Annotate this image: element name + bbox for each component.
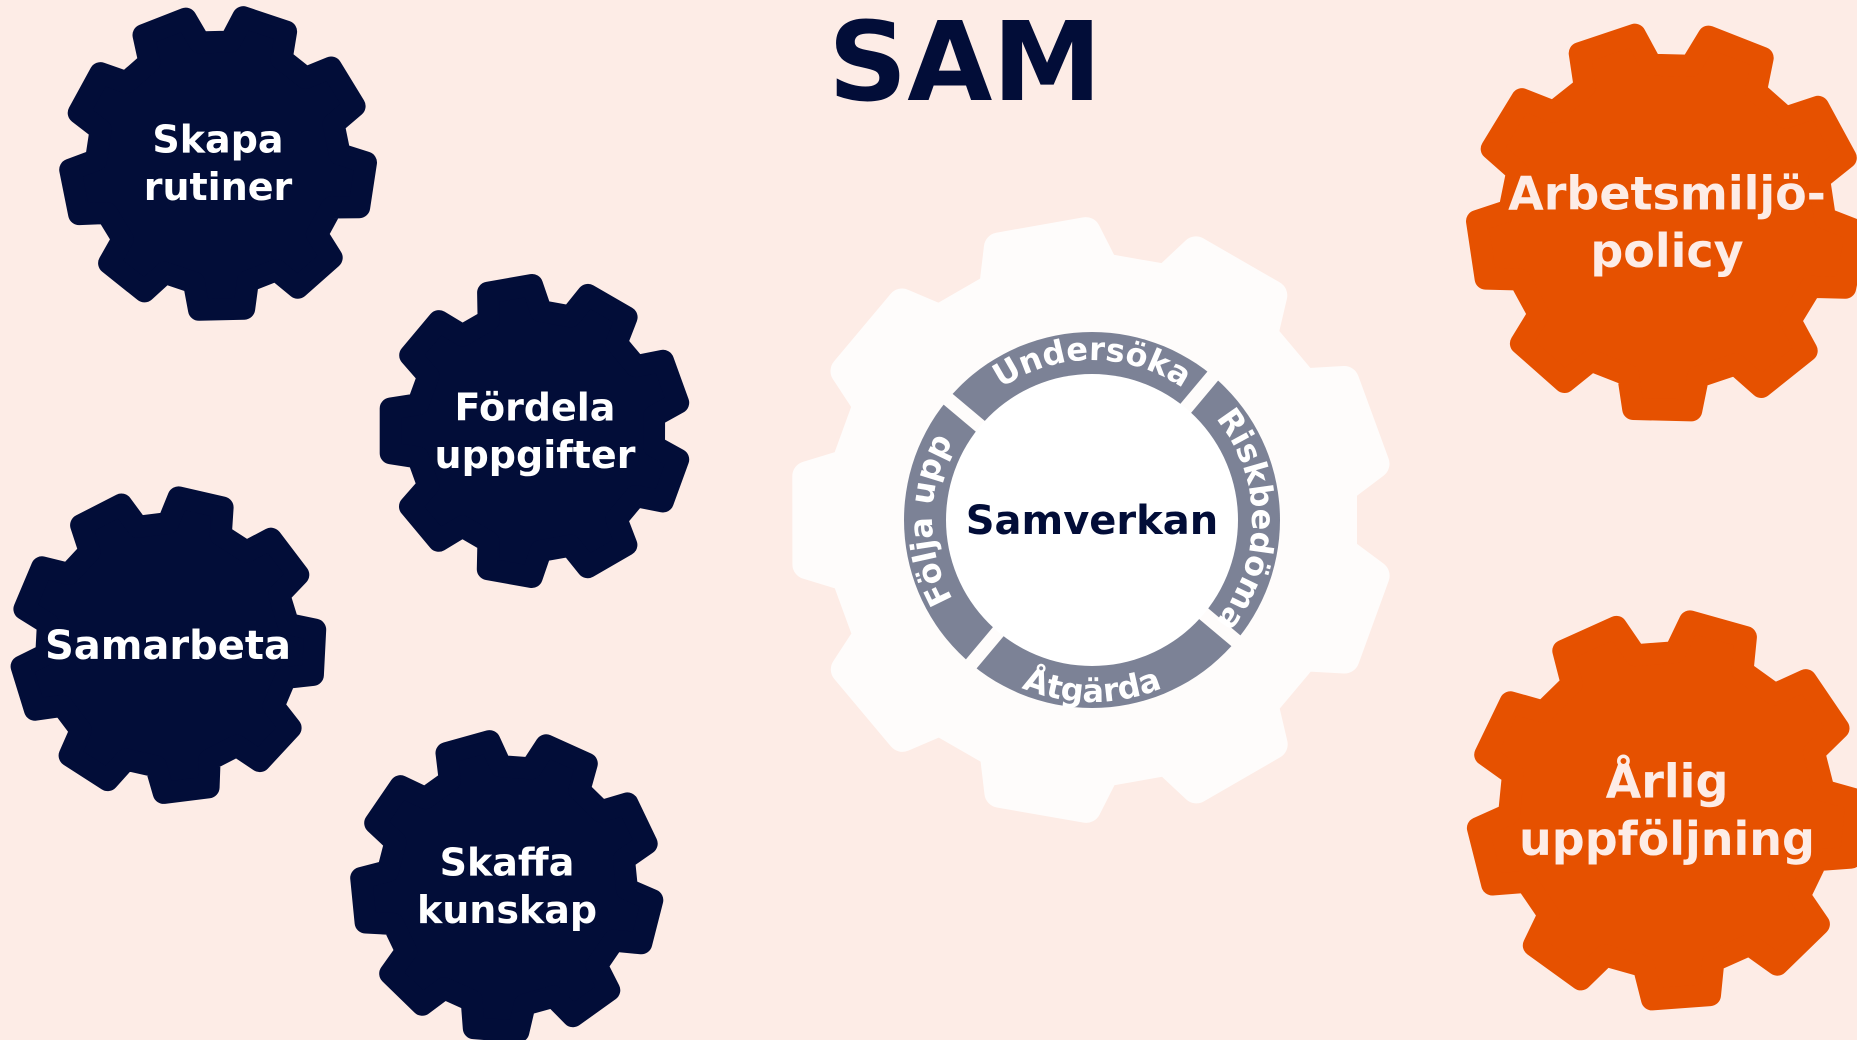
page-title: SAM	[828, 0, 1102, 126]
center-label: Samverkan	[966, 498, 1218, 544]
gear-label-line: Skapa	[152, 118, 283, 162]
gear-label-line: Årlig	[1606, 754, 1729, 808]
gear-label-line: policy	[1590, 224, 1743, 278]
gear-label-line: Arbetsmiljö-	[1508, 166, 1826, 220]
gear-shape-icon	[59, 6, 377, 321]
left-gears-group: SkaparutinerFördelauppgifterSamarbetaSka…	[10, 6, 690, 1040]
gear-label-line: Fördela	[455, 386, 616, 430]
gear-label-line: Skaffa	[440, 841, 575, 885]
gear-shape-icon	[350, 730, 664, 1040]
gear-label-line: Samarbeta	[45, 623, 291, 669]
gear-shape-icon	[1466, 23, 1857, 422]
gear-arbetsmiljopolicy: Arbetsmiljö-policy	[1466, 23, 1857, 422]
center-cycle-gear: SamverkanUndersökaRiskbedömaÅtgärdaFölja…	[792, 217, 1390, 823]
gear-shape-icon	[379, 274, 690, 588]
gear-label-line: uppgifter	[435, 433, 636, 477]
gear-label-line: rutiner	[144, 165, 293, 209]
center-disc	[946, 374, 1238, 666]
gear-label-line: kunskap	[417, 888, 597, 932]
gear-shape-icon	[1466, 610, 1857, 1011]
gear-samarbeta: Samarbeta	[10, 486, 327, 804]
gear-label-line: uppföljning	[1519, 812, 1815, 866]
gear-shape-icon	[10, 486, 327, 804]
